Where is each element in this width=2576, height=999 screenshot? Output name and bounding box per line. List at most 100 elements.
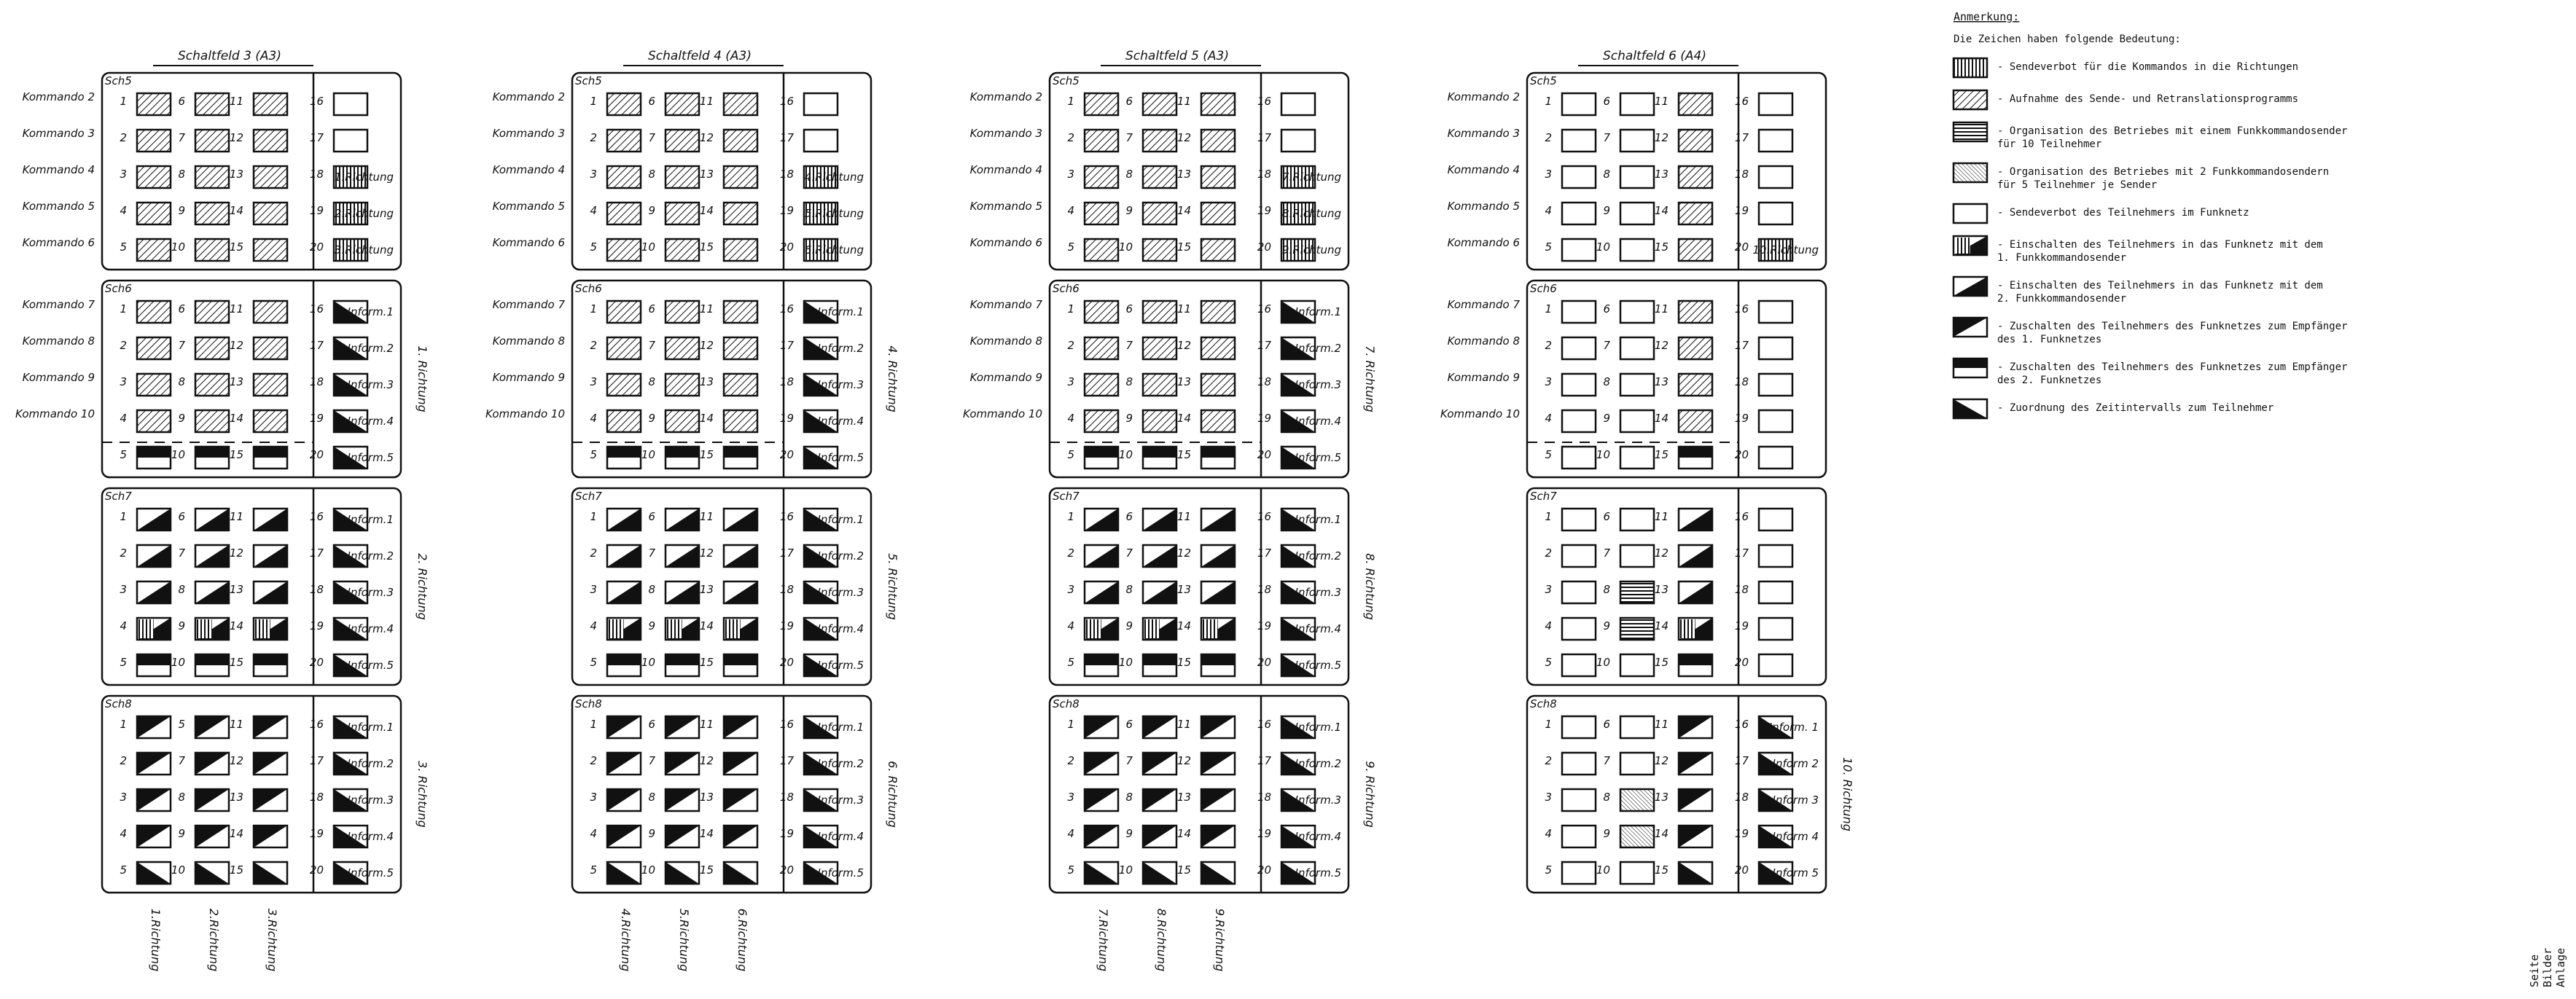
switch-number: 14 — [230, 412, 243, 425]
switch-number: 19 — [1735, 619, 1749, 632]
switch-number: 7 — [648, 754, 655, 767]
switch-number: 12 — [230, 546, 243, 560]
bottom-richtung-label: 6.Richtung — [735, 909, 749, 971]
switch-number: 9 — [1603, 412, 1610, 425]
switch-number: 8 — [1603, 583, 1610, 596]
symbol-Z — [803, 336, 839, 361]
symbol-D — [252, 92, 289, 117]
symbol-Z — [1280, 445, 1316, 470]
symbol-E — [1619, 751, 1655, 776]
switch-number: 10 — [1119, 448, 1133, 461]
symbol-B — [1952, 357, 1988, 379]
switch-number: 17 — [780, 754, 795, 767]
symbol-D — [1083, 201, 1120, 226]
legend-text: des 2. Funknetzes — [1997, 375, 2101, 386]
row-right-label: Inform.5 — [1295, 866, 1341, 879]
legend-item: - Aufnahme des Sende- und Retranslations… — [1952, 89, 2298, 111]
switch-number: 20 — [780, 863, 794, 877]
symbol-D — [252, 238, 289, 262]
symbol-V — [332, 201, 369, 226]
symbol-D — [136, 238, 172, 262]
section-label: Sch8 — [105, 697, 132, 710]
symbol-D — [664, 128, 700, 153]
group-richtung-label: 9. Richtung — [1363, 761, 1377, 828]
symbol-E — [1619, 201, 1655, 226]
symbol-D — [194, 201, 230, 226]
switch-number: 18 — [1257, 791, 1271, 804]
switch-number: 4 — [1067, 827, 1074, 840]
symbol-T1 — [1677, 616, 1714, 641]
symbol-U1 — [1200, 751, 1236, 776]
symbol-Z — [1280, 653, 1316, 678]
switch-number: 14 — [700, 204, 714, 217]
switch-number: 8 — [1125, 791, 1133, 804]
symbol-Z — [1677, 861, 1714, 885]
symbol-U1 — [722, 788, 759, 812]
switch-number: 14 — [230, 619, 243, 632]
switch-number: 1 — [590, 302, 597, 316]
switch-number: 17 — [1735, 339, 1749, 352]
switch-number: 3 — [1545, 791, 1552, 804]
symbol-U1 — [722, 751, 759, 776]
switch-number: 6 — [178, 95, 185, 108]
section-label: Sch7 — [105, 490, 132, 503]
symbol-E — [1619, 336, 1655, 361]
legend-item: - Sendeverbot für die Kommandos in die R… — [1952, 57, 2298, 79]
legend-item: - Zuschalten des Teilnehmers des Funknet… — [1952, 316, 2347, 345]
row-right-label: Inform.4 — [348, 622, 394, 635]
switch-number: 8 — [648, 583, 655, 596]
legend-text: 1. Funkkommandosender — [1997, 252, 2126, 264]
symbol-Z — [1757, 715, 1794, 740]
symbol-T2 — [1677, 544, 1714, 568]
switch-number: 16 — [1735, 510, 1749, 523]
symbol-D — [1083, 299, 1120, 324]
switch-number: 5 — [590, 863, 597, 877]
switch-number: 18 — [1257, 583, 1271, 596]
row-right-label: 5.Richtung — [805, 207, 864, 220]
kommando-label: Kommando 4 — [1448, 163, 1520, 176]
switch-number: 6 — [648, 95, 655, 108]
symbol-D — [136, 299, 172, 324]
switch-number: 14 — [230, 204, 243, 217]
symbol-Z — [1083, 861, 1120, 885]
symbol-Z — [1280, 861, 1316, 885]
switch-number: 15 — [700, 448, 714, 461]
switch-number: 2 — [1067, 339, 1074, 352]
switch-number: 3 — [120, 583, 127, 596]
switch-number: 6 — [178, 510, 185, 523]
switch-number: 7 — [1125, 546, 1133, 560]
symbol-U1 — [1141, 751, 1178, 776]
switch-number: 19 — [780, 827, 794, 840]
switch-number: 13 — [1177, 583, 1191, 596]
kommando-label: Kommando 2 — [1448, 90, 1520, 103]
symbol-U1 — [1677, 715, 1714, 740]
switch-number: 13 — [1655, 168, 1668, 181]
switch-number: 3 — [1545, 583, 1552, 596]
symbol-E — [1757, 507, 1794, 532]
symbol-Z — [803, 715, 839, 740]
symbol-Z — [332, 751, 369, 776]
symbol-E — [1952, 203, 1988, 224]
symbol-D — [606, 372, 642, 397]
switch-number: 10 — [641, 656, 655, 669]
legend-text: des 1. Funknetzes — [1997, 334, 2101, 345]
symbol-U1 — [1141, 715, 1178, 740]
symbol-D — [194, 165, 230, 189]
switch-number: 19 — [1257, 204, 1271, 217]
symbol-U1 — [252, 751, 289, 776]
symbol-T2 — [1200, 544, 1236, 568]
row-right-label: Inform.3 — [818, 586, 864, 599]
switch-number: 2 — [590, 131, 597, 144]
switch-number: 19 — [310, 412, 324, 425]
switch-number: 13 — [700, 375, 714, 388]
symbol-U1 — [1677, 751, 1714, 776]
switch-number: 8 — [1125, 375, 1133, 388]
legend-title: Anmerkung: — [1954, 10, 2019, 23]
symbol-D — [606, 128, 642, 153]
symbol-T2 — [1952, 275, 1988, 297]
row-right-label: Inform 2 — [1773, 757, 1819, 770]
switch-number: 13 — [1177, 168, 1191, 181]
symbol-D — [1952, 89, 1988, 111]
